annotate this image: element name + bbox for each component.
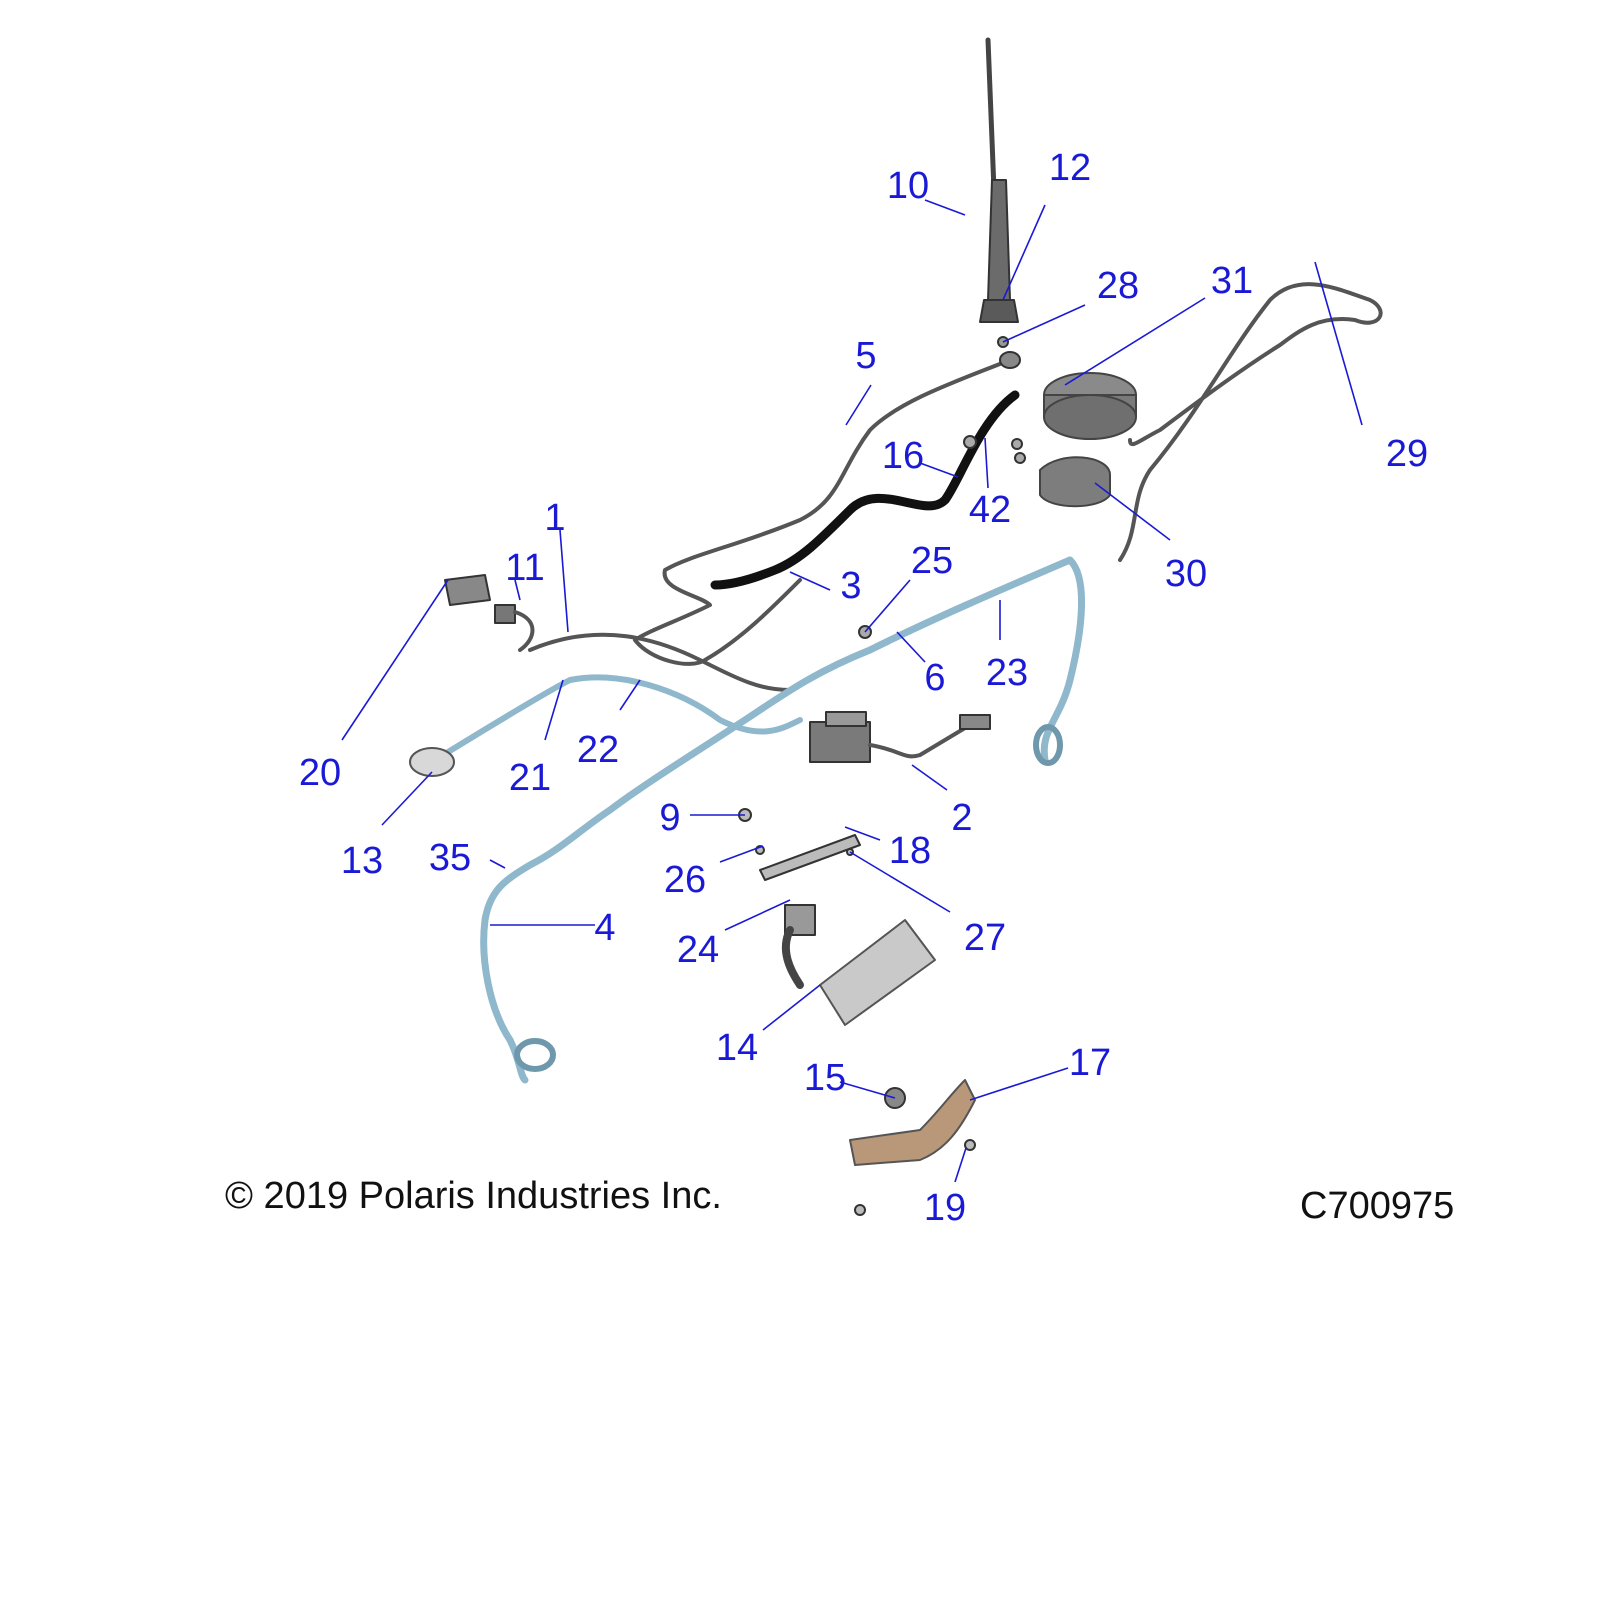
callout-1: 1 [544,497,565,539]
callout-6: 6 [924,657,945,699]
fastener-42b [1011,438,1023,450]
bracket-18 [759,834,861,881]
connector-20 [444,574,491,606]
callout-13: 13 [341,840,383,882]
callout-15: 15 [804,1057,846,1099]
callout-27: 27 [964,917,1006,959]
callout-35: 35 [429,837,471,879]
callout-12: 12 [1049,147,1091,189]
callout-31: 31 [1211,260,1253,302]
ground-strap [710,390,1020,590]
callout-42: 42 [969,489,1011,531]
callout-16: 16 [882,435,924,477]
fastener-19b [854,1204,866,1216]
cable-29 [1118,282,1383,562]
callout-17: 17 [1069,1042,1111,1084]
callout-20: 20 [299,752,341,794]
callout-3: 3 [840,565,861,607]
antenna [979,37,1019,348]
callout-18: 18 [889,830,931,872]
callout-labels: 10 12 28 5 31 29 16 42 30 3 1 11 25 6 23… [299,147,1428,1229]
callout-24: 24 [677,929,719,971]
callout-5: 5 [855,335,876,377]
leader-lines [341,199,1363,1183]
fastener-42c [1014,452,1026,464]
callout-19: 19 [924,1187,966,1229]
callout-10: 10 [887,165,929,207]
module-30 [1039,456,1111,508]
callout-28: 28 [1097,265,1139,307]
fastener-19 [964,1139,976,1151]
callout-29: 29 [1386,433,1428,475]
callout-21: 21 [509,757,551,799]
antenna-cable [633,358,1012,666]
callout-26: 26 [664,859,706,901]
callout-4: 4 [594,907,615,949]
callout-9: 9 [659,797,680,839]
callout-25: 25 [911,540,953,582]
callout-22: 22 [577,729,619,771]
main-harness [480,556,1074,1084]
connector-11 [494,604,516,624]
callout-2: 2 [951,797,972,839]
cable-1 [528,632,792,692]
control-module [809,711,991,763]
shield-17 [849,1079,976,1166]
callout-30: 30 [1165,553,1207,595]
callout-23: 23 [986,652,1028,694]
callout-14: 14 [716,1027,758,1069]
fastener-42 [963,435,977,449]
sensor-harness [432,674,803,763]
drawing-number: C700975 [1300,1185,1454,1227]
copyright-notice: © 2019 Polaris Industries Inc. [225,1175,722,1217]
parts-illustration [409,37,1383,1216]
callout-11: 11 [505,547,544,589]
cover-14 [819,919,936,1026]
